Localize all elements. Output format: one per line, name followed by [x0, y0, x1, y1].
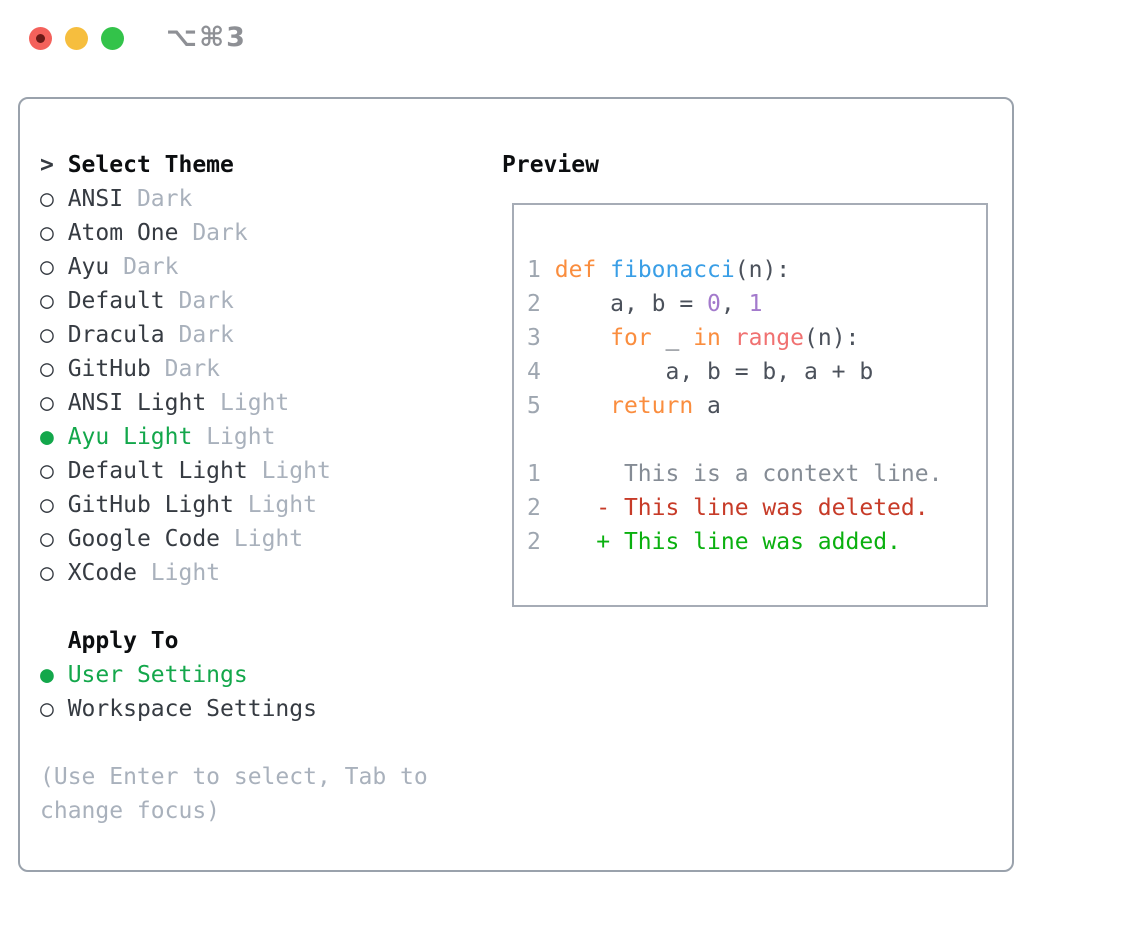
theme-option-label: Google Code: [53, 526, 221, 552]
line-number: 5: [527, 393, 541, 419]
line-number: 2: [527, 529, 541, 555]
code-line: 4 a, b = b, a + b: [527, 359, 874, 385]
radio-icon: ○: [40, 560, 54, 586]
theme-option[interactable]: ○ ANSI Light Light: [40, 386, 428, 420]
radio-icon: ○: [40, 526, 54, 552]
theme-option-label: Default Light: [53, 458, 248, 484]
theme-variant-label: Dark: [109, 254, 179, 280]
theme-variant-label: Dark: [164, 322, 234, 348]
theme-option-label: Default: [53, 288, 165, 314]
select-theme-header: > Select Theme: [40, 148, 428, 182]
preview-header: Preview: [502, 152, 599, 178]
theme-variant-label: Light: [206, 390, 290, 416]
theme-option[interactable]: ○ XCode Light: [40, 556, 428, 590]
code-line: [527, 423, 986, 457]
title-bar: ⌥⌘3: [0, 0, 1140, 97]
line-number: 2: [527, 291, 541, 317]
line-number: 1: [527, 257, 541, 283]
theme-option[interactable]: ○ GitHub Dark: [40, 352, 428, 386]
theme-variant-label: Dark: [123, 186, 193, 212]
theme-variant-label: Light: [136, 560, 221, 586]
window-title: ⌥⌘3: [166, 22, 247, 53]
radio-icon: ○: [40, 696, 54, 722]
theme-option-label: ANSI: [53, 186, 124, 212]
theme-option[interactable]: ○ ANSI Dark: [40, 182, 428, 216]
code-line: 2 + This line was added.: [527, 529, 901, 555]
radio-icon: ○: [40, 254, 54, 280]
theme-option[interactable]: ○ Dracula Dark: [40, 318, 428, 352]
radio-icon: ○: [40, 322, 54, 348]
line-number: 2: [527, 495, 541, 521]
line-number: 1: [527, 461, 541, 487]
theme-variant-label: Dark: [150, 356, 221, 382]
radio-icon: ●: [40, 424, 54, 450]
apply-option-label: Workspace Settings: [53, 696, 317, 722]
radio-icon: ○: [40, 390, 54, 416]
theme-picker-panel: > Select Theme○ ANSI Dark○ Atom One Dark…: [18, 97, 1014, 872]
theme-variant-label: Dark: [164, 288, 234, 314]
theme-option-label: Dracula: [53, 322, 165, 348]
theme-list: > Select Theme○ ANSI Dark○ Atom One Dark…: [40, 148, 428, 828]
theme-option[interactable]: ● Ayu Light Light: [40, 420, 428, 454]
radio-icon: ○: [40, 356, 54, 382]
preview-pane: 1 def fibonacci(n): 2 a, b = 0, 1 3 for _ …: [512, 203, 988, 607]
prompt-icon: >: [40, 152, 54, 178]
code-line: 1 This is a context line.: [527, 461, 943, 487]
code-line: 1 def fibonacci(n):: [527, 257, 791, 283]
line-number: 4: [527, 359, 541, 385]
theme-option-label: XCode: [53, 560, 137, 586]
radio-icon: ○: [40, 220, 54, 246]
spacer-row: [40, 726, 428, 760]
theme-variant-label: Dark: [178, 220, 248, 246]
theme-option[interactable]: ○ Ayu Dark: [40, 250, 428, 284]
theme-option[interactable]: ○ Atom One Dark: [40, 216, 428, 250]
line-number: 3: [527, 325, 541, 351]
code-line: 2 a, b = 0, 1: [527, 291, 763, 317]
radio-icon: ○: [40, 288, 54, 314]
radio-icon: ●: [40, 662, 54, 688]
apply-option[interactable]: ● User Settings: [40, 658, 428, 692]
code-line: 5 return a: [527, 393, 721, 419]
apply-option[interactable]: ○ Workspace Settings: [40, 692, 428, 726]
hint-text: change focus): [40, 798, 221, 824]
zoom-button[interactable]: [101, 27, 124, 50]
code-line: 2 - This line was deleted.: [527, 495, 929, 521]
radio-icon: ○: [40, 186, 54, 212]
theme-variant-label: Light: [220, 526, 304, 552]
minimize-button[interactable]: [65, 27, 88, 50]
theme-option[interactable]: ○ Default Light Light: [40, 454, 428, 488]
code-preview: 1 def fibonacci(n): 2 a, b = 0, 1 3 for _ …: [514, 205, 986, 559]
select-theme-title: Select Theme: [53, 152, 234, 178]
theme-variant-label: Light: [247, 458, 331, 484]
radio-icon: ○: [40, 492, 54, 518]
theme-option-label: Atom One: [53, 220, 179, 246]
apply-to-title: Apply To: [40, 628, 179, 654]
theme-option[interactable]: ○ Google Code Light: [40, 522, 428, 556]
spacer-row: [40, 590, 428, 624]
close-button[interactable]: [29, 27, 52, 50]
code-line: 3 for _ in range(n):: [527, 325, 860, 351]
apply-to-header: Apply To: [40, 624, 428, 658]
theme-option-label: GitHub Light: [53, 492, 234, 518]
theme-option-label: ANSI Light: [53, 390, 207, 416]
apply-option-label: User Settings: [53, 662, 248, 688]
hint-text: (Use Enter to select, Tab to: [40, 764, 428, 790]
theme-option[interactable]: ○ Default Dark: [40, 284, 428, 318]
theme-variant-label: Light: [192, 424, 276, 450]
radio-icon: ○: [40, 458, 54, 484]
theme-option-label: Ayu: [53, 254, 110, 280]
theme-variant-label: Light: [233, 492, 317, 518]
theme-option[interactable]: ○ GitHub Light Light: [40, 488, 428, 522]
theme-option-label: GitHub: [53, 356, 151, 382]
theme-option-label: Ayu Light: [53, 424, 193, 450]
